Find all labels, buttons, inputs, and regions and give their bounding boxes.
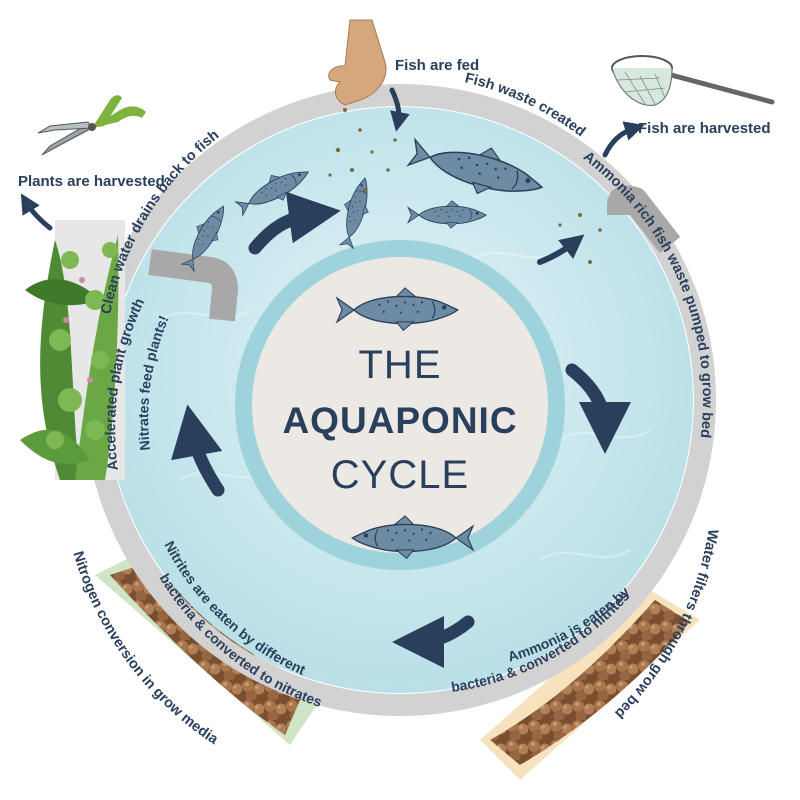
plant-icon — [20, 220, 125, 480]
clay-pebbles-icon — [110, 565, 300, 735]
center-disk — [252, 257, 548, 553]
grow-bed-right — [480, 590, 700, 780]
outer-arrows — [20, 87, 645, 231]
title-line-1: THE — [359, 343, 442, 387]
hand-icon — [328, 19, 387, 106]
clay-pebbles-icon — [490, 600, 690, 765]
pipe-icon — [148, 185, 681, 322]
label-plants-harvested: Plants are harvested — [18, 173, 165, 190]
fishing-net-icon — [611, 55, 775, 107]
label-fish-harvested: Fish are harvested — [638, 120, 771, 137]
title-line-3: CYCLE — [331, 453, 469, 497]
pruning-shears-icon — [37, 95, 146, 156]
cycle-arrows — [171, 191, 631, 668]
label-fish-fed: Fish are fed — [395, 57, 479, 74]
fish-food-flakes — [328, 108, 602, 264]
title-line-2: AQUAPONIC — [282, 400, 517, 441]
